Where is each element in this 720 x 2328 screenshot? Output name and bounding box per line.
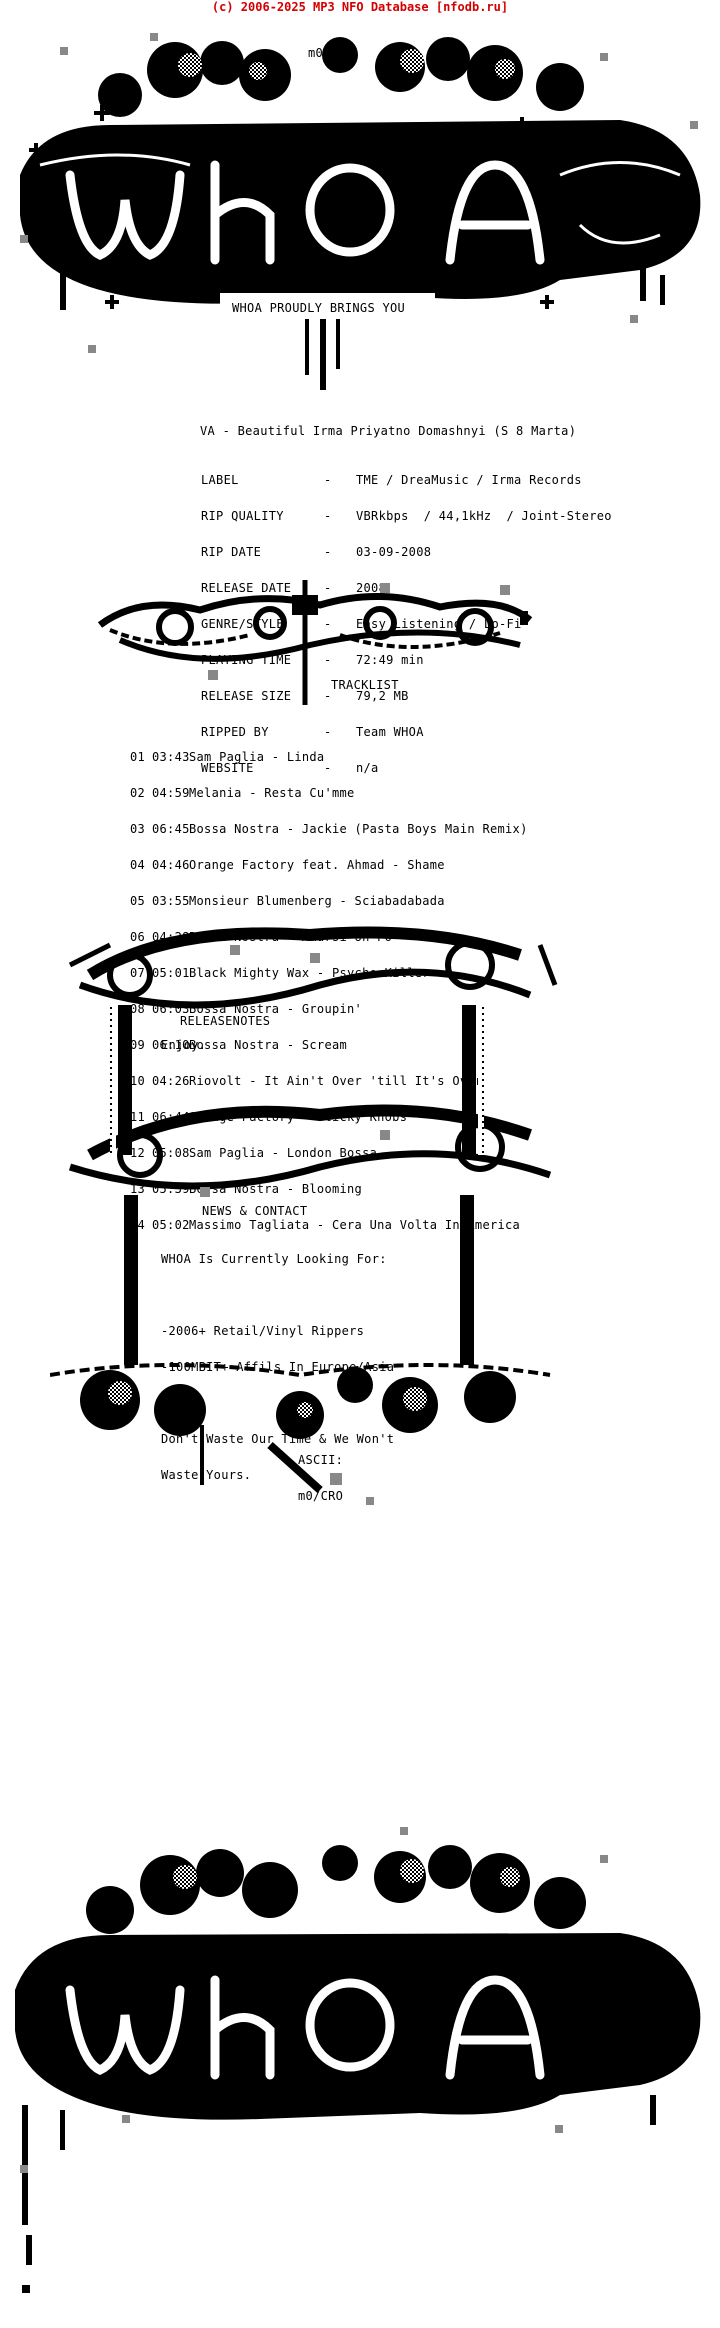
ascii-credit: ASCII: m0/CRO	[298, 1453, 344, 1503]
news-body: WHOA Is Currently Looking For: -2006+ Re…	[161, 1229, 394, 1493]
news-line	[161, 1289, 394, 1301]
track-item: 1405:02Massimo Tagliata - Cera Una Volta…	[130, 1218, 521, 1232]
news-heading: NEWS & CONTACT	[202, 1204, 308, 1218]
info-row-ripped-by: RIPPED BY-Team WHOA	[201, 725, 424, 739]
release-info: LABEL-TME / DreaMusic / Irma Records RIP…	[201, 450, 612, 786]
site-credit[interactable]: (c) 2006-2025 MP3 NFO Database [nfodb.ru…	[211, 0, 509, 14]
bottom-logo-art	[15, 1827, 701, 2293]
release-title: VA - Beautiful Irma Priyatno Domashnyi (…	[200, 424, 577, 438]
release-notes-body: Enjoy.	[161, 1038, 207, 1052]
tagline: WHOA PROUDLY BRINGS YOU	[232, 301, 406, 315]
info-row-rip-quality: RIP QUALITY-VBRkbps / 44,1kHz / Joint-St…	[201, 509, 612, 523]
info-row-label: LABEL-TME / DreaMusic / Irma Records	[201, 473, 582, 487]
tracklist-heading: TRACKLIST	[331, 678, 399, 692]
nfo-signature: m0!	[308, 46, 331, 60]
scroll-frame-art	[50, 926, 558, 1505]
news-line: Waste Yours.	[161, 1468, 252, 1482]
info-row-genre: GENRE/STYLE-Easy Listening / Lo-Fi	[201, 617, 522, 631]
info-row-release-size: RELEASE SIZE-79,2 MB	[201, 689, 409, 703]
news-line: Don't Waste Our Time & We Won't	[161, 1432, 395, 1446]
info-row-release-date: RELEASE DATE-2008	[201, 581, 387, 595]
news-line: -2006+ Retail/Vinyl Rippers	[161, 1324, 365, 1338]
tracklist-ornament	[97, 580, 533, 705]
info-row-website: WEBSITE-n/a	[201, 761, 379, 775]
news-line	[161, 1397, 394, 1409]
release-notes-heading: RELEASENOTES	[180, 1014, 271, 1028]
news-line: -100MBIT+ Affils In Europe/Asia	[161, 1360, 395, 1374]
news-line: WHOA Is Currently Looking For:	[161, 1252, 387, 1266]
info-row-rip-date: RIP DATE-03-09-2008	[201, 545, 432, 559]
top-logo-art	[20, 33, 701, 390]
